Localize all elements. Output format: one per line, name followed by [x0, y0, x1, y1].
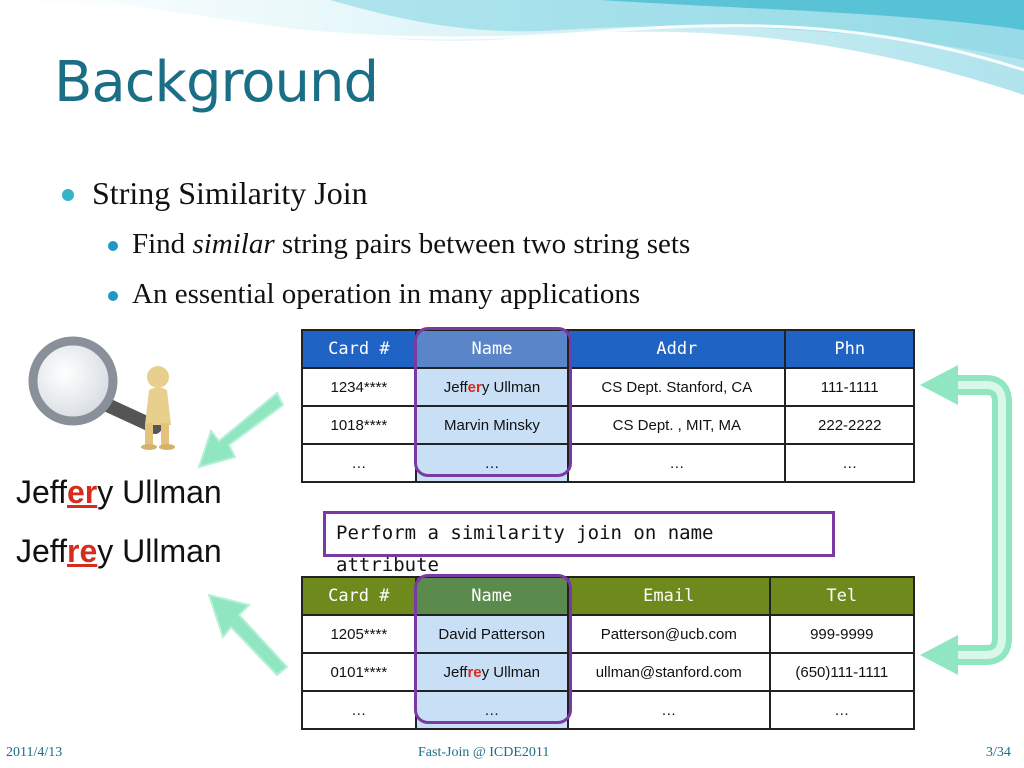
footer-center: Fast-Join @ ICDE2011: [418, 745, 550, 760]
cell-tel: …: [768, 690, 916, 730]
cell-phn: …: [784, 443, 915, 483]
cell-name: Jeffrey Ullman: [414, 652, 569, 692]
table-row: 1234**** Jeffery Ullman CS Dept. Stanfor…: [301, 367, 915, 407]
arrow-up-left-icon: [207, 593, 289, 677]
table-row: 0101**** Jeffrey Ullman ullman@stanford.…: [301, 652, 916, 692]
cell-card: …: [301, 690, 417, 730]
table-2: Card # Name Email Tel 1205**** David Pat…: [301, 576, 916, 730]
col-phn: Phn: [784, 329, 915, 369]
cell-email: Patterson@ucb.com: [566, 614, 771, 654]
bullet-dot-icon: [62, 189, 74, 201]
compare-name-2: Jeffrey Ullman: [16, 533, 222, 569]
sub-bullet-2-text: An essential operation in many applicati…: [132, 278, 641, 310]
cell-tel: (650)111-1111: [768, 652, 916, 692]
cell-card: 1234****: [301, 367, 417, 407]
table-row: 1018**** Marvin Minsky CS Dept. , MIT, M…: [301, 405, 915, 445]
cell-card: …: [301, 443, 417, 483]
bullet-dot-icon: [108, 291, 118, 301]
cell-tel: 999-9999: [768, 614, 916, 654]
table-1-header: Card # Name Addr Phn: [301, 329, 915, 369]
cell-phn: 222-2222: [784, 405, 915, 445]
table-row: … … … …: [301, 443, 915, 483]
cell-card: 1205****: [301, 614, 417, 654]
slide-title: Background: [54, 50, 379, 115]
header-waves: [0, 0, 1024, 95]
cell-email: ullman@stanford.com: [566, 652, 771, 692]
col-tel: Tel: [768, 576, 916, 616]
table-row: 1205**** David Patterson Patterson@ucb.c…: [301, 614, 916, 654]
cell-addr: CS Dept. Stanford, CA: [567, 367, 787, 407]
cell-email: …: [566, 690, 771, 730]
cell-name: David Patterson: [414, 614, 569, 654]
bracket-arrow-icon: [920, 365, 1012, 675]
arrow-down-left-icon: [197, 391, 285, 469]
cell-name: Marvin Minsky: [414, 405, 570, 445]
footer-date: 2011/4/13: [6, 745, 63, 760]
cell-card: 1018****: [301, 405, 417, 445]
col-name: Name: [414, 576, 569, 616]
cell-phn: 111-1111: [784, 367, 915, 407]
col-email: Email: [566, 576, 771, 616]
footer-page-number: 3/34: [986, 745, 1011, 760]
name-column-highlight: [414, 574, 572, 724]
table-2-header: Card # Name Email Tel: [301, 576, 916, 616]
sub-bullet-1-text: Find similar string pairs between two st…: [132, 228, 691, 260]
cell-name: Jeffery Ullman: [414, 367, 570, 407]
col-name: Name: [414, 329, 570, 369]
col-card: Card #: [301, 329, 417, 369]
table-row: … … … …: [301, 690, 916, 730]
magnifier-figure-icon: [28, 336, 175, 450]
table-1: Card # Name Addr Phn 1234**** Jeffery Ul…: [301, 329, 915, 483]
join-note-line-1: Perform a similarity join on name: [336, 522, 714, 544]
cell-addr: CS Dept. , MIT, MA: [567, 405, 787, 445]
cell-addr: …: [567, 443, 787, 483]
join-note: Perform a similarity join on name attrib…: [323, 511, 835, 576]
name-column-highlight: [414, 327, 572, 477]
bullet-dot-icon: [108, 241, 118, 251]
join-note-line-2: attribute: [336, 554, 439, 576]
bullet-1-text: String Similarity Join: [92, 175, 368, 211]
cell-card: 0101****: [301, 652, 417, 692]
compare-name-1: Jeffery Ullman: [16, 474, 222, 510]
col-addr: Addr: [567, 329, 787, 369]
col-card: Card #: [301, 576, 417, 616]
